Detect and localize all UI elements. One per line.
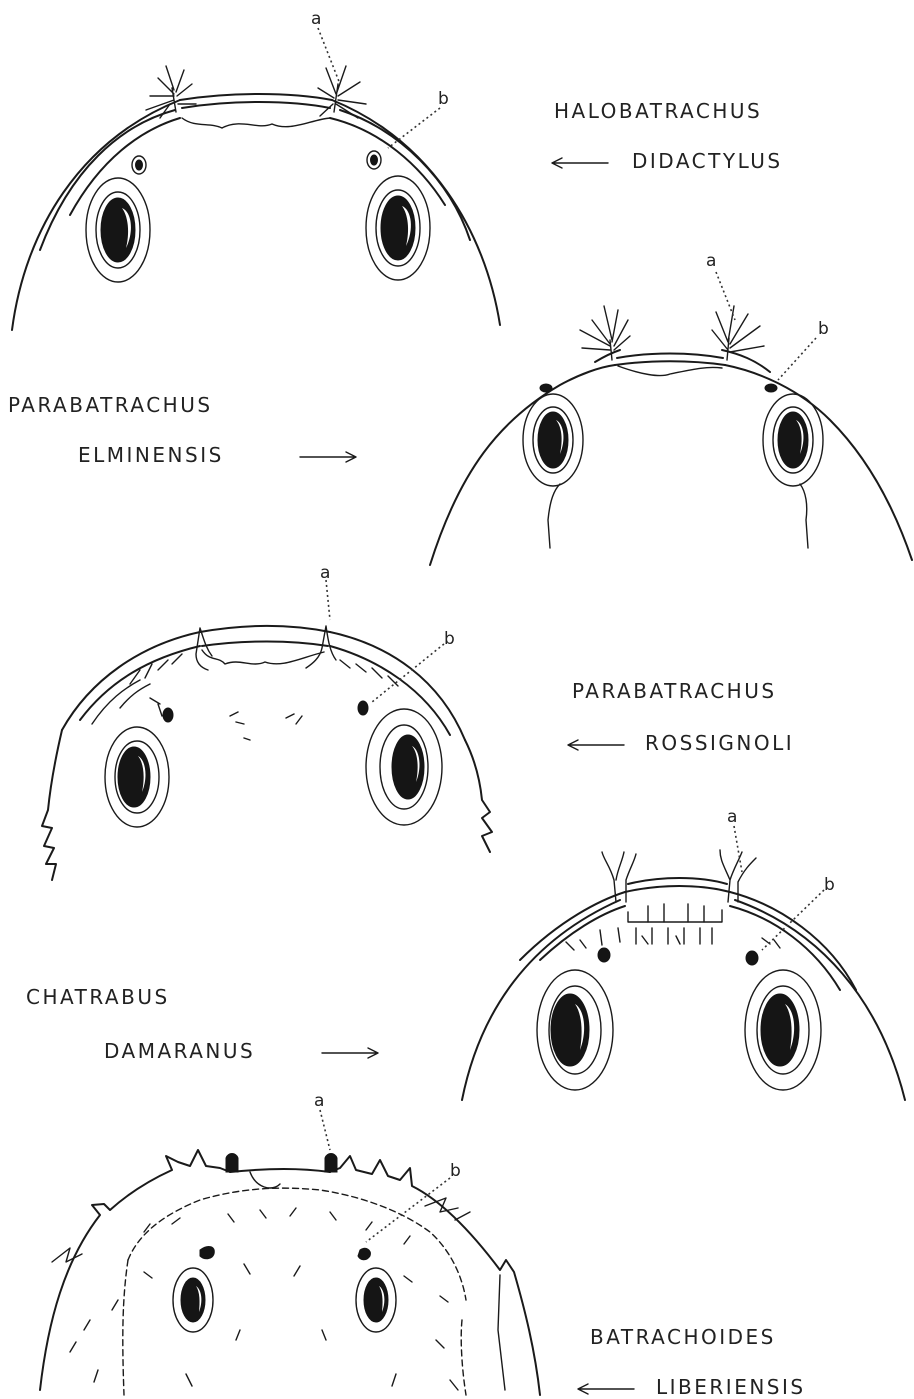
marker-a: a (320, 563, 330, 583)
eye-right (763, 394, 823, 486)
pore-left (200, 1247, 214, 1259)
marker-b: b (438, 89, 449, 109)
genus-label: CHATRABUS (26, 985, 170, 1009)
marker-a: a (314, 1091, 324, 1111)
pore-left (540, 384, 552, 392)
pore-left (163, 708, 173, 722)
eye-left (86, 178, 150, 282)
marker-a: a (311, 9, 321, 29)
drawing-batrachoides-liberiensis: a b (40, 1091, 540, 1395)
drawing-chatrabus-damaranus: a b (462, 807, 905, 1100)
eye-left (537, 970, 613, 1090)
marker-b: b (818, 319, 829, 339)
pore-right (367, 151, 381, 169)
nostril-tube-right (712, 306, 764, 360)
marker-a: a (727, 807, 737, 827)
nostril-tube-right (325, 1154, 337, 1173)
marker-b: b (444, 629, 455, 649)
species-label: ROSSIGNOLI (645, 731, 794, 755)
eye-left (173, 1268, 213, 1332)
pore-left (598, 948, 610, 962)
marker-a: a (706, 251, 716, 271)
species-label: ELMINENSIS (78, 443, 224, 467)
eye-right (745, 970, 821, 1090)
pore-right (358, 1248, 370, 1259)
eye-left (105, 727, 169, 827)
drawing-halobatrachus-didactylus: a b (12, 9, 500, 330)
arrow: ← (552, 151, 571, 175)
pore-right (358, 701, 368, 715)
pore-left (132, 156, 146, 174)
nostril-tube-right (720, 850, 756, 902)
genus-label: BATRACHOIDES (590, 1325, 776, 1349)
arrow: ← (578, 1377, 597, 1399)
pore-right (746, 951, 758, 965)
genus-label: HALOBATRACHUS (554, 99, 762, 123)
marker-b: b (450, 1161, 461, 1181)
genus-label: PARABATRACHUS (572, 679, 777, 703)
nostril-tube-left (226, 1154, 238, 1173)
pore-right (765, 384, 777, 392)
eye-right (356, 1268, 396, 1332)
nostril-tube-left (580, 306, 630, 360)
arrow: ← (568, 733, 587, 757)
arrow: → (322, 1041, 341, 1065)
eye-right (366, 176, 430, 280)
eye-left (523, 394, 583, 486)
eye-right (366, 709, 442, 825)
drawing-parabatrachus-rossignoli: a b (42, 563, 492, 880)
arrow: → (300, 445, 319, 469)
species-label: LIBERIENSIS (656, 1375, 806, 1399)
marker-b: b (824, 875, 835, 895)
species-label: DIDACTYLUS (632, 149, 783, 173)
drawing-parabatrachus-elminensis: a b (430, 251, 912, 565)
species-label: DAMARANUS (104, 1039, 255, 1063)
genus-label: PARABATRACHUS (8, 393, 213, 417)
